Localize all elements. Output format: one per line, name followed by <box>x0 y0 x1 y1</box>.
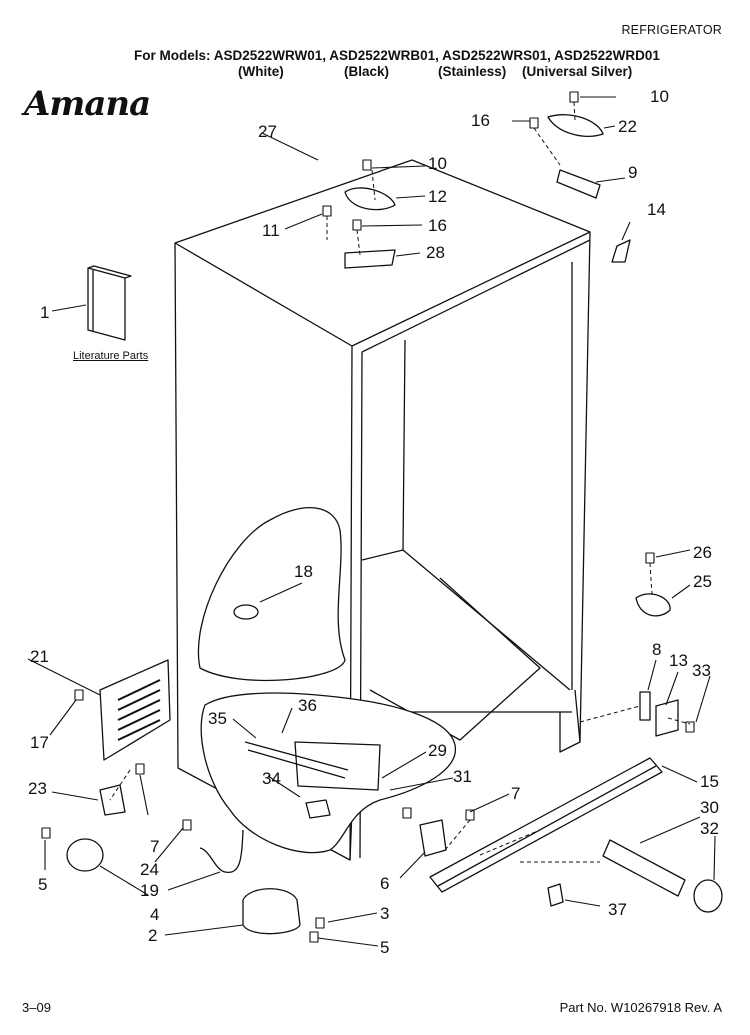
callout-label: 24 <box>140 860 159 879</box>
callout-label: 18 <box>294 562 313 581</box>
cabinet-front-edge <box>349 231 591 861</box>
callout-label: 22 <box>618 117 637 136</box>
literature-parts-label: Literature Parts <box>73 350 149 362</box>
filter-cap-32 <box>693 879 723 913</box>
models-line: For Models: ASD2522WRW01, ASD2522WRB01, … <box>134 48 660 63</box>
screw-set <box>41 91 695 943</box>
callout-label: 26 <box>693 543 712 562</box>
drip-tray-part-29 <box>294 741 381 791</box>
callout-label: 10 <box>650 87 669 106</box>
callout-label: 37 <box>608 900 627 919</box>
variant-black: (Black) <box>344 64 390 79</box>
callout-label: 35 <box>208 709 227 728</box>
roller-wheel-4 <box>66 838 104 872</box>
callout-label: 29 <box>428 741 447 760</box>
bracket-13 <box>655 699 679 737</box>
callout-label: 9 <box>628 163 637 182</box>
literature-booklet <box>87 265 132 341</box>
callout-label: 13 <box>669 651 688 670</box>
variant-white: (White) <box>238 64 284 79</box>
bracket-8 <box>639 691 651 721</box>
callout-label: 16 <box>428 216 447 235</box>
clip-14 <box>611 239 631 263</box>
callout-label: 5 <box>380 938 389 957</box>
callout-label: 5 <box>38 875 47 894</box>
part-34 <box>305 799 331 819</box>
variant-stainless: (Stainless) <box>438 64 507 79</box>
callout-label: 11 <box>262 221 280 240</box>
clip-37 <box>547 883 564 907</box>
callout-label: 8 <box>652 640 661 659</box>
callout-label: 12 <box>428 187 447 206</box>
variant-universal-silver: (Universal Silver) <box>522 64 633 79</box>
callout-label: 36 <box>298 696 317 715</box>
callout-label: 10 <box>428 154 447 173</box>
callout-label: 7 <box>511 784 520 803</box>
filter-housing-30 <box>602 839 686 897</box>
bracket-23 <box>99 784 126 816</box>
callout-label: 17 <box>30 733 49 752</box>
cabinet-interior <box>361 262 573 691</box>
callout-label: 31 <box>453 767 472 786</box>
hinge-25 <box>635 593 671 617</box>
water-line-19 <box>199 829 244 873</box>
callout-label: 33 <box>692 661 711 680</box>
foot-18 <box>233 604 259 620</box>
callout-label: 2 <box>148 926 157 945</box>
toe-grille <box>429 757 663 893</box>
callout-label: 21 <box>30 647 49 666</box>
page-number: 3–09 <box>22 1000 51 1015</box>
callout-label: 34 <box>262 769 281 788</box>
callout-label: 4 <box>150 905 159 924</box>
callout-label: 7 <box>150 837 159 856</box>
callout-label: 3 <box>380 904 389 923</box>
callout-label: 1 <box>40 303 49 322</box>
section-title: REFRIGERATOR <box>621 23 722 37</box>
callout-label: 25 <box>693 572 712 591</box>
top-hinge-left <box>344 249 396 269</box>
hinge-cover-12 <box>344 187 396 211</box>
callout-label: 14 <box>647 200 666 219</box>
callout-label: 6 <box>380 874 389 893</box>
rear-panel <box>99 659 171 761</box>
roller-assembly-2 <box>242 888 301 935</box>
cutaway-upper <box>197 507 346 682</box>
callout-label: 32 <box>700 819 719 838</box>
callout-label: 28 <box>426 243 445 262</box>
callout-label: 15 <box>700 772 719 791</box>
callout-label: 23 <box>28 779 47 798</box>
callout-label: 30 <box>700 798 719 817</box>
part-number: Part No. W10267918 Rev. A <box>559 1000 722 1015</box>
part-6 <box>419 819 447 857</box>
callout-label: 19 <box>140 881 159 900</box>
amana-logo: Amana <box>24 84 151 124</box>
hinge-cover-22 <box>547 114 604 137</box>
top-hinge-right <box>556 169 601 199</box>
water-tube-36 <box>244 741 349 779</box>
callout-label: 27 <box>258 122 277 141</box>
callout-label: 16 <box>471 111 490 130</box>
